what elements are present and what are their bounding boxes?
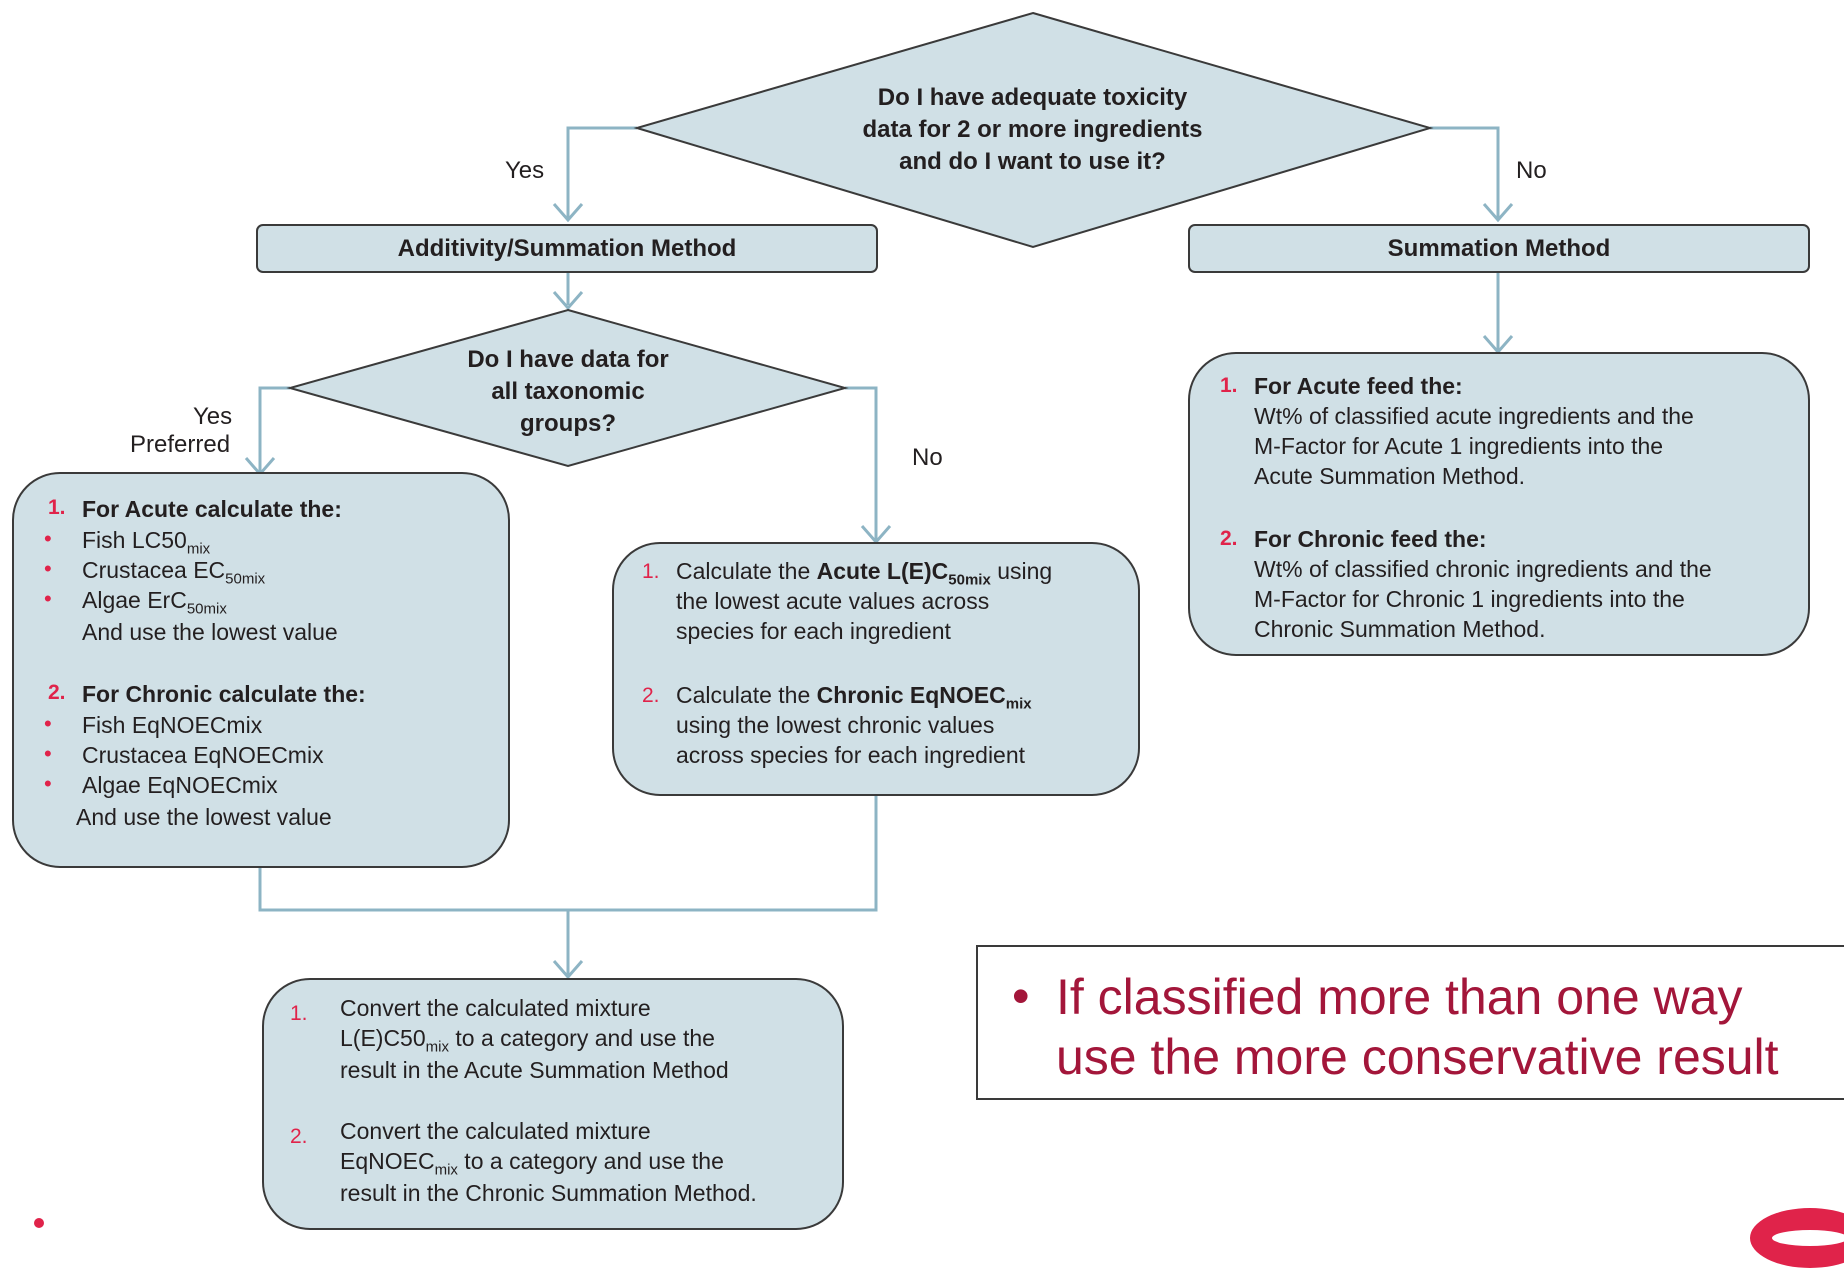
decision-2-text: Do I have data for all taxonomic groups? xyxy=(418,344,718,440)
right-box-number-1: 1. xyxy=(1220,374,1238,397)
right-box-acute-heading: For Acute feed the: xyxy=(1254,373,1463,399)
bottom-box-line-1: Convert the calculated mixture xyxy=(340,995,651,1021)
right-box-number-2: 2. xyxy=(1220,527,1238,550)
middle-box-line-1: Calculate the Acute L(E)C50mix using xyxy=(676,558,1053,589)
decision-1-line3: and do I want to use it? xyxy=(899,148,1166,175)
all-taxonomic-groups-box xyxy=(12,472,510,868)
left-box-lowest-1: And use the lowest value xyxy=(82,619,338,645)
bottom-box-number-1: 1. xyxy=(290,1002,308,1025)
flowchart-connectors xyxy=(244,11,1514,980)
bottom-box-line-2: L(E)C50mix to a category and use the xyxy=(340,1025,715,1056)
left-box-bullet: • xyxy=(44,586,52,611)
decision-2-no-label: No xyxy=(912,444,943,471)
middle-box-number-1: 1. xyxy=(642,560,660,583)
summation-feed-box xyxy=(1188,352,1810,656)
middle-box-line-3: species for each ingredient xyxy=(676,618,951,644)
left-box-acute-heading: For Acute calculate the: xyxy=(82,496,342,522)
left-box-number-2: 2. xyxy=(48,681,66,704)
decision-1-line2: data for 2 or more ingredients xyxy=(862,116,1203,143)
right-box-acute-line-1: Wt% of classified acute ingredients and … xyxy=(1254,403,1694,429)
middle-box-number-2: 2. xyxy=(642,684,660,707)
left-box-lowest-2: And use the lowest value xyxy=(76,804,332,830)
lowest-values-box xyxy=(612,542,1140,796)
middle-box-line-5: using the lowest chronic values xyxy=(676,712,995,738)
decision-2-line1: Do I have data for xyxy=(467,346,669,373)
left-box-crustacea-chronic: Crustacea EqNOECmix xyxy=(82,742,324,768)
decision-1-text: Do I have adequate toxicity data for 2 o… xyxy=(780,82,1285,178)
right-box-chronic-heading: For Chronic feed the: xyxy=(1254,526,1487,552)
middle-box-line-6: across species for each ingredient xyxy=(676,742,1026,768)
left-box-bullet: • xyxy=(44,556,52,581)
middle-box-line-4: Calculate the Chronic EqNOECmix xyxy=(676,682,1032,713)
bottom-box-line-6: result in the Chronic Summation Method. xyxy=(340,1180,757,1206)
right-box-acute-line-3: Acute Summation Method. xyxy=(1254,463,1526,489)
decision-1-line1: Do I have adequate toxicity xyxy=(877,84,1188,111)
right-box-chronic-line-2: M-Factor for Chronic 1 ingredients into … xyxy=(1254,586,1685,612)
left-box-bullet: • xyxy=(44,711,52,736)
left-box-algae-chronic: Algae EqNOECmix xyxy=(82,772,278,798)
conclusion-bullet: • xyxy=(1012,968,1030,1024)
left-box-fish: Fish LC50mix xyxy=(82,527,211,558)
left-box-bullet: • xyxy=(44,771,52,796)
bottom-box-line-5: EqNOECmix to a category and use the xyxy=(340,1148,724,1179)
conclusion-line-1: If classified more than one way xyxy=(1056,969,1743,1025)
additivity-summation-method-box: Additivity/Summation Method xyxy=(256,224,878,273)
right-box-acute-line-2: M-Factor for Acute 1 ingredients into th… xyxy=(1254,433,1664,459)
left-box-fish-chronic: Fish EqNOECmix xyxy=(82,712,263,738)
left-box-bullet: • xyxy=(44,741,52,766)
decision-2-line2: all taxonomic xyxy=(491,378,645,405)
decision-diamond-2 xyxy=(286,308,849,468)
decision-2-yes-label: Yes xyxy=(193,403,233,430)
decision-2-preferred-label: Preferred xyxy=(130,431,231,458)
conclusion-text: If classified more than one way use the … xyxy=(1056,967,1779,1087)
summation-method-box: Summation Method xyxy=(1188,224,1810,273)
right-box-chronic-line-3: Chronic Summation Method. xyxy=(1254,616,1546,642)
decision-1-yes-label: Yes xyxy=(505,157,545,184)
bottom-box-number-2: 2. xyxy=(290,1125,308,1148)
right-box-chronic-line-1: Wt% of classified chronic ingredients an… xyxy=(1254,556,1712,582)
left-box-chronic-heading: For Chronic calculate the: xyxy=(82,681,366,707)
decision-1-no-label: No xyxy=(1516,157,1547,184)
bottom-box-line-4: Convert the calculated mixture xyxy=(340,1118,651,1144)
decision-diamond-1 xyxy=(633,11,1434,249)
bottom-box-line-3: result in the Acute Summation Method xyxy=(340,1057,729,1083)
conclusion-line-2: use the more conservative result xyxy=(1056,1029,1779,1085)
left-box-algae: Algae ErC50mix xyxy=(82,587,227,618)
left-box-number-1: 1. xyxy=(48,496,66,519)
decision-2-line3: groups? xyxy=(520,410,616,437)
middle-box-line-2: the lowest acute values across xyxy=(676,588,990,614)
corner-mark-icon xyxy=(34,1218,44,1228)
left-box-crustacea: Crustacea EC50mix xyxy=(82,557,266,588)
conclusion-callout: • If classified more than one way use th… xyxy=(976,945,1844,1100)
left-box-bullet: • xyxy=(44,526,52,551)
